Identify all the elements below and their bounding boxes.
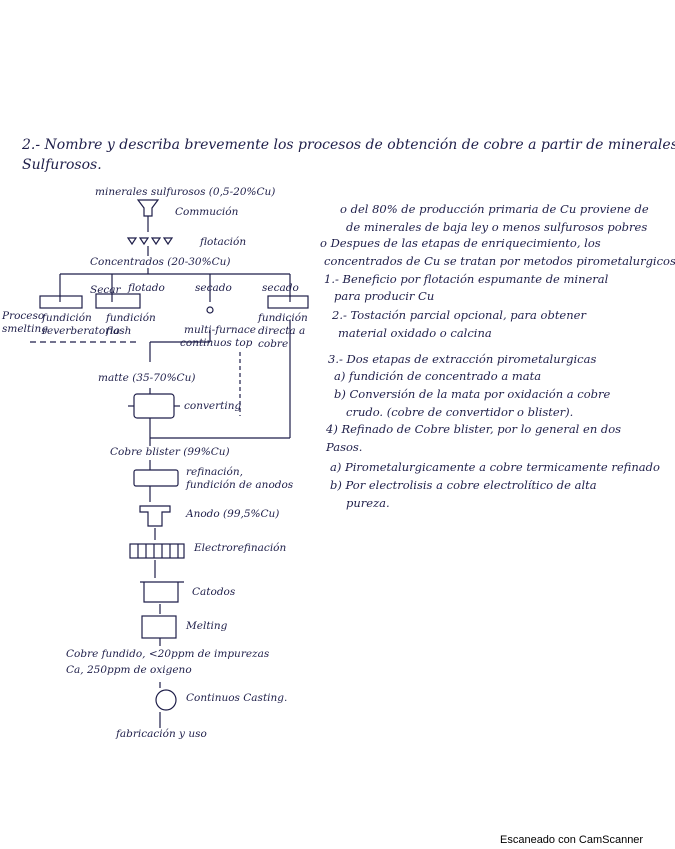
label-concentrates: Concentrados (20-30%Cu) xyxy=(90,256,231,268)
note-line: pureza. xyxy=(346,496,390,510)
note-line: concentrados de Cu se tratan por metodos… xyxy=(324,254,675,268)
crusher-icon xyxy=(136,199,160,217)
note-line: a) fundición de concentrado a mata xyxy=(334,369,542,383)
cathode-icon xyxy=(140,581,184,603)
note-line: para producir Cu xyxy=(334,289,435,303)
label-converting: converting xyxy=(184,400,242,412)
label-flotado: flotado xyxy=(128,282,165,294)
question-line-2: Sulfurosos. xyxy=(22,157,102,173)
note-line: 4) Refinado de Cobre blister, por lo gen… xyxy=(326,422,622,436)
reverberatory-furnace-icon xyxy=(39,295,83,309)
note-line: de minerales de baja ley o menos sulfuro… xyxy=(346,220,648,234)
melting-furnace-icon xyxy=(141,615,177,639)
label-secar: Secar xyxy=(90,284,121,296)
note-line: 1.- Beneficio por flotación espumante de… xyxy=(324,272,609,286)
refining-furnace-icon xyxy=(133,469,179,487)
label-minerales: minerales sulfurosos (0,5-20%Cu) xyxy=(95,186,276,198)
note-line: 3.- Dos etapas de extracción pirometalur… xyxy=(328,352,597,366)
label-refinacion: refinación, fundición de anodos xyxy=(186,466,294,491)
label-flotation: flotación xyxy=(200,236,247,248)
label-secado-1: secado xyxy=(195,282,232,294)
note-line: o Despues de las etapas de enriquecimien… xyxy=(320,236,601,250)
multi-furnace-icon xyxy=(206,306,214,314)
casting-wheel-icon xyxy=(155,689,177,711)
note-line: a) Pirometalurgicamente a cobre termicam… xyxy=(330,460,660,474)
label-fundicion-directa: fundición directa a cobre xyxy=(258,312,308,350)
label-proceso-smelting: Proceso smelting xyxy=(2,310,48,335)
electrorefining-cells-icon xyxy=(129,543,185,559)
label-electrorefinacion: Electrorefinación xyxy=(194,542,287,554)
note-line: o del 80% de producción primaria de Cu p… xyxy=(340,202,649,216)
label-melting: Melting xyxy=(186,620,228,632)
label-continuos-top: continuos top xyxy=(180,337,253,349)
note-line: crudo. (cobre de convertidor o blister). xyxy=(346,405,574,419)
note-line: 2.- Tostación parcial opcional, para obt… xyxy=(332,308,586,322)
label-multi-furnace: multi-furnace xyxy=(184,324,256,336)
direct-smelting-icon xyxy=(267,295,309,309)
label-casting: Continuos Casting. xyxy=(186,692,288,704)
label-fabricacion: fabricación y uso xyxy=(116,728,207,740)
label-matte: matte (35-70%Cu) xyxy=(98,372,196,384)
label-secado-2: secado xyxy=(262,282,299,294)
label-reverberatorio: fundición reverberatorio xyxy=(42,312,120,337)
anode-icon xyxy=(139,505,171,527)
flotation-cells-icon xyxy=(126,237,174,246)
label-cobre-fundido: Cobre fundido, <20ppm de impurezas xyxy=(66,648,270,660)
note-line: Pasos. xyxy=(326,440,363,454)
label-commution: Commución xyxy=(175,206,239,218)
note-line: b) Conversión de la mata por oxidación a… xyxy=(334,387,611,401)
label-ca-oxigeno: Ca, 250ppm de oxigeno xyxy=(66,664,192,676)
note-line: b) Por electrolisis a cobre electrolític… xyxy=(330,478,597,492)
label-anodo: Anodo (99,5%Cu) xyxy=(186,508,280,520)
label-catodos: Catodos xyxy=(192,586,236,598)
note-line: material oxidado o calcina xyxy=(338,326,492,340)
question-line-1: 2.- Nombre y describa brevemente los pro… xyxy=(22,137,675,153)
converter-icon xyxy=(133,393,175,419)
label-blister: Cobre blister (99%Cu) xyxy=(110,446,230,458)
flash-furnace-icon xyxy=(95,293,141,309)
label-flash: fundición flash xyxy=(106,312,156,337)
scanner-watermark: Escaneado con CamScanner xyxy=(500,834,644,846)
